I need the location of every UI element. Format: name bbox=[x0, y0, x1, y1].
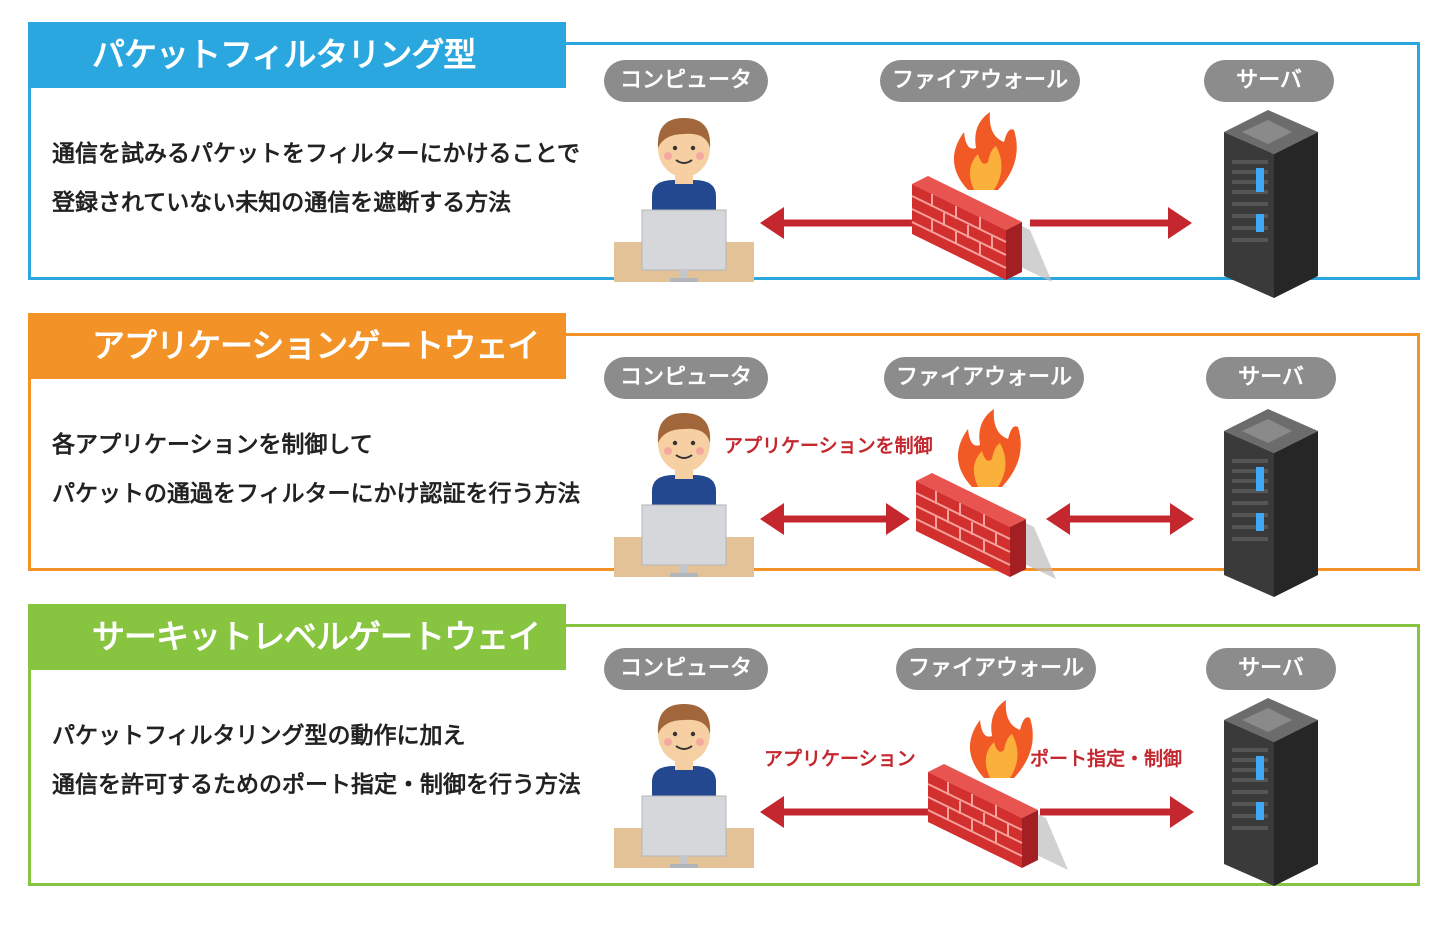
right-double-arrow bbox=[1046, 503, 1194, 535]
note-label-left: アプリケーション bbox=[764, 748, 916, 770]
right-arrow bbox=[1040, 796, 1194, 828]
desc-line-1: パケットフィルタリング型の動作に加え bbox=[52, 723, 466, 749]
server-label: サーバ bbox=[1204, 60, 1334, 102]
panel-illustration bbox=[614, 409, 1318, 597]
firewall-icon bbox=[915, 409, 1056, 579]
firewall-label: ファイアウォール bbox=[896, 648, 1096, 690]
desc-line-2: 通信を許可するためのポート指定・制御を行う方法 bbox=[52, 772, 581, 798]
computer-label: コンピュータ bbox=[604, 648, 768, 690]
computer-user-icon bbox=[614, 118, 754, 282]
desc-line-2: パケットの通過をフィルターにかけ認証を行う方法 bbox=[52, 481, 581, 507]
server-rack-icon bbox=[1224, 698, 1318, 886]
firewall-icon bbox=[911, 112, 1052, 282]
computer-label: コンピュータ bbox=[604, 60, 768, 102]
left-arrow bbox=[760, 796, 940, 828]
panel-illustration bbox=[614, 698, 1318, 886]
firewall-icon bbox=[927, 700, 1068, 870]
left-arrow bbox=[760, 207, 916, 239]
panel-application-gateway: アプリケーションゲートウェイ型 各アプリケーションを制御して パケットの通過をフ… bbox=[28, 313, 1424, 597]
panel-title: アプリケーションゲートウェイ型 bbox=[28, 313, 566, 431]
computer-label: コンピュータ bbox=[604, 357, 768, 399]
panel-illustration bbox=[614, 110, 1318, 298]
panel-packet-filtering: パケットフィルタリング型 通信を試みるパケットをフィルターにかけることで 登録さ… bbox=[28, 22, 1424, 298]
right-arrow bbox=[1030, 207, 1192, 239]
firewall-label: ファイアウォール bbox=[880, 60, 1080, 102]
desc-line-1: 通信を試みるパケットをフィルターにかけることで bbox=[52, 141, 580, 167]
server-label: サーバ bbox=[1206, 357, 1336, 399]
panel-circuit-level-gateway: サーキットレベルゲートウェイ型 パケットフィルタリング型の動作に加え 通信を許可… bbox=[28, 604, 1424, 886]
server-label: サーバ bbox=[1206, 648, 1336, 690]
note-label-right: ポート指定・制御 bbox=[1030, 748, 1183, 770]
panel-title: サーキットレベルゲートウェイ型 bbox=[28, 604, 566, 722]
computer-user-icon bbox=[614, 413, 754, 577]
desc-line-2: 登録されていない未知の通信を遮断する方法 bbox=[52, 190, 512, 216]
desc-line-1: 各アプリケーションを制御して bbox=[52, 432, 373, 458]
computer-user-icon bbox=[614, 704, 754, 868]
panel-title: パケットフィルタリング型 bbox=[28, 22, 566, 88]
firewall-label: ファイアウォール bbox=[884, 357, 1084, 399]
note-label: アプリケーションを制御 bbox=[724, 435, 933, 457]
server-rack-icon bbox=[1224, 409, 1318, 597]
left-double-arrow bbox=[760, 503, 910, 535]
panel-description: 各アプリケーションを制御して パケットの通過をフィルターにかけ認証を行う方法 bbox=[52, 425, 581, 523]
server-rack-icon bbox=[1224, 110, 1318, 298]
panel-description: パケットフィルタリング型の動作に加え 通信を許可するためのポート指定・制御を行う… bbox=[52, 716, 581, 814]
panel-description: 通信を試みるパケットをフィルターにかけることで 登録されていない未知の通信を遮断… bbox=[52, 134, 580, 232]
